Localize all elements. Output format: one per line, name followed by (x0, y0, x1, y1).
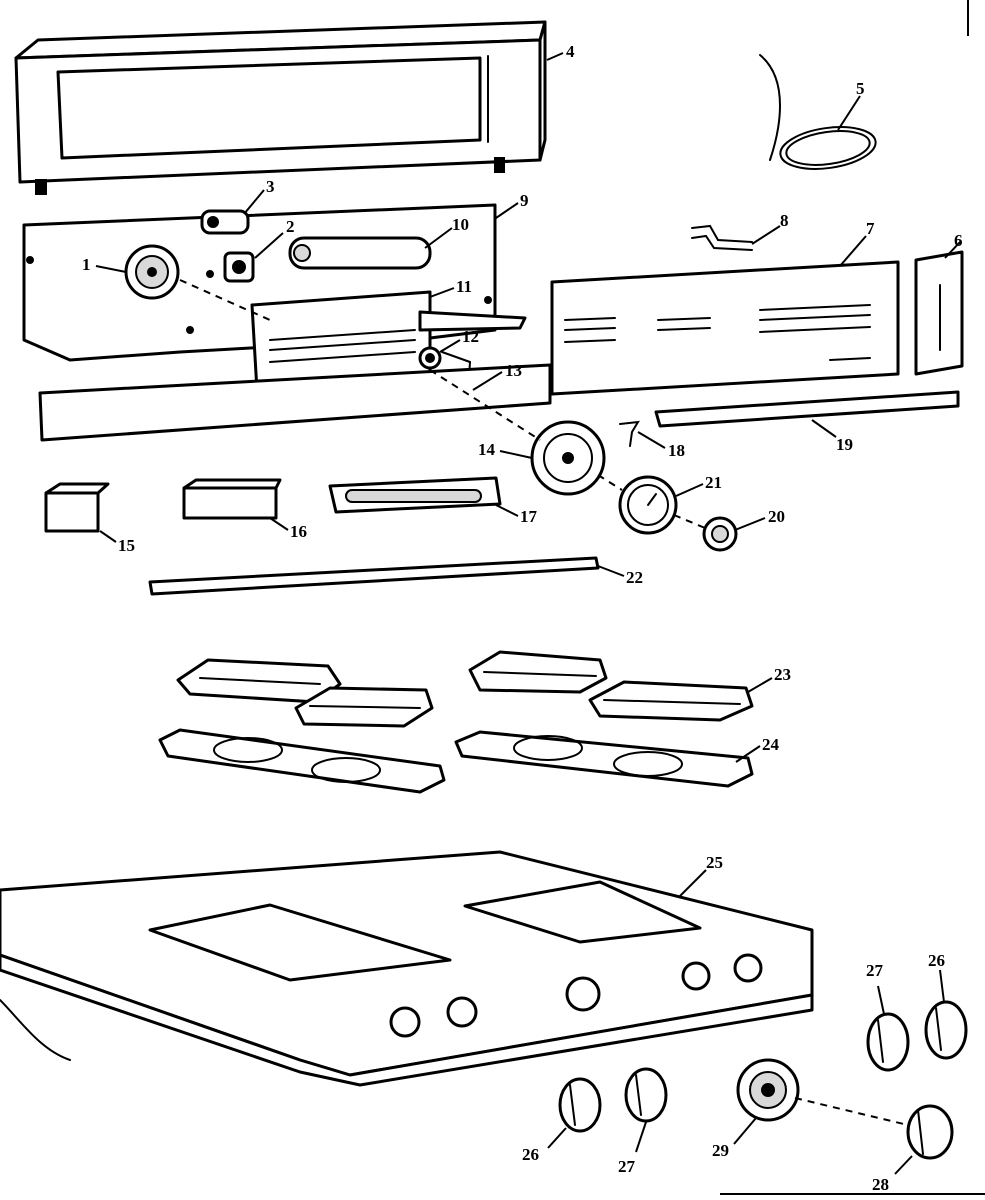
callout-5: 5 (856, 79, 865, 98)
callout-7: 7 (866, 219, 875, 238)
callout-22: 22 (626, 568, 643, 587)
callout-16: 16 (290, 522, 307, 541)
part-3-socket (200, 209, 250, 235)
part-21-clock-face (618, 475, 678, 535)
part-5-wire-ring (759, 54, 877, 170)
callout-20: 20 (768, 507, 785, 526)
callout-1: 1 (82, 255, 91, 274)
part-28-knob (906, 1104, 954, 1160)
part-29-bezel (736, 1058, 800, 1122)
panel-markings (269, 329, 416, 363)
part-26-knob-lower (558, 1077, 602, 1133)
callout-15: 15 (118, 536, 135, 555)
callout-26-upper: 26 (928, 951, 945, 970)
trim-strip (38, 363, 552, 442)
callout-27-lower: 27 (618, 1157, 636, 1176)
part-7-control-panel-right (550, 260, 900, 396)
part-12-bushing (418, 346, 442, 370)
part-22-rod (148, 556, 600, 596)
part-25-range-top (0, 850, 814, 1087)
callout-9: 9 (520, 191, 529, 210)
callout-24: 24 (762, 735, 780, 754)
part-1-clock (124, 244, 180, 300)
part-26-knob-upper (924, 1000, 968, 1060)
callout-27-upper: 27 (866, 961, 884, 980)
callout-14: 14 (478, 440, 496, 459)
callout-23: 23 (774, 665, 791, 684)
page-marks (720, 0, 985, 1195)
assembly-lines (179, 279, 909, 1126)
part-27-knob-upper (866, 1012, 910, 1072)
callout-29: 29 (712, 1141, 729, 1160)
callout-26-lower: 26 (522, 1145, 539, 1164)
part-4-backguard-box (14, 20, 547, 195)
callout-19: 19 (836, 435, 853, 454)
part-20-knob (702, 516, 738, 552)
part-23-grates (176, 650, 754, 728)
knob-group (558, 1000, 968, 1160)
callout-21: 21 (705, 473, 722, 492)
part-8-bracket (691, 224, 753, 251)
part-27-knob-lower (624, 1067, 668, 1123)
callout-17: 17 (520, 507, 538, 526)
part-24-burner-plates (158, 728, 754, 794)
part-10-fluorescent-tube (288, 236, 432, 270)
part-17-tube (328, 476, 502, 514)
callout-labels: 1 2 3 4 5 6 7 8 9 10 11 12 13 14 15 16 1… (82, 42, 963, 1194)
callout-28: 28 (872, 1175, 889, 1194)
callout-25: 25 (706, 853, 723, 872)
part-15-block (44, 482, 110, 533)
callout-8: 8 (780, 211, 789, 230)
part-6-end-cap (914, 250, 964, 376)
callout-2: 2 (286, 217, 295, 236)
callout-4: 4 (566, 42, 575, 61)
callout-11: 11 (456, 277, 472, 296)
callout-6: 6 (954, 231, 963, 250)
part-19-trim-strip (654, 390, 960, 428)
part-2-switch (223, 251, 255, 283)
part-14-timer-dial (530, 420, 606, 496)
callout-18: 18 (668, 441, 685, 460)
leader-lines (95, 52, 961, 1175)
callout-13: 13 (505, 361, 522, 380)
part-18-clip (619, 420, 640, 447)
callout-12: 12 (462, 327, 479, 346)
callout-3: 3 (266, 177, 275, 196)
part-16-bracket (182, 478, 282, 520)
callout-10: 10 (452, 215, 469, 234)
